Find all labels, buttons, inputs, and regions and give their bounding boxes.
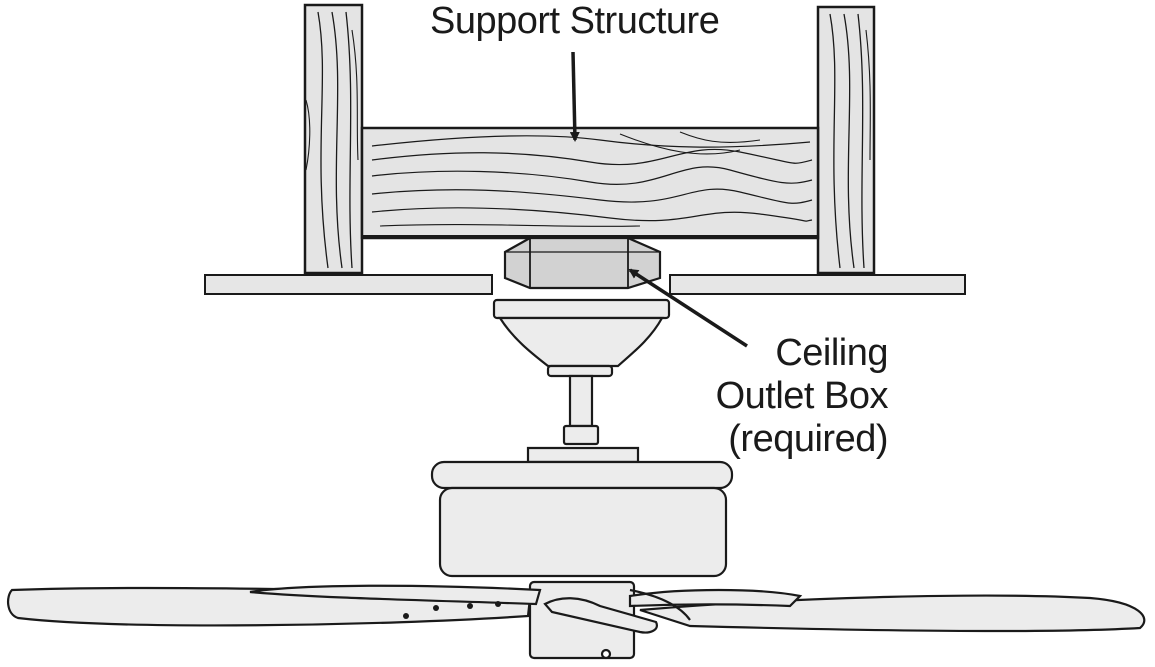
fan-motor-rim: [430, 460, 734, 490]
support-structure-arrow: [569, 51, 580, 142]
fan-blade-iron-edge: [629, 588, 691, 621]
fan-blade-back-left: [249, 584, 542, 606]
fan-motor-cap: [526, 446, 640, 464]
fan-canopy: [497, 316, 664, 368]
fan-blade-screws: [403, 601, 501, 619]
support-joist-right: [816, 5, 876, 275]
fan-downrod-coupler: [546, 364, 614, 378]
outlet-box-label-line-3: (required): [728, 418, 888, 460]
support-structure-label: Support Structure: [430, 0, 720, 42]
fan-canopy-rim: [492, 298, 671, 320]
ceiling-fan: [6, 298, 1146, 660]
outlet-box-label: Ceiling Outlet Box (required): [715, 332, 889, 461]
outlet-box-label-line-2: Outlet Box: [715, 375, 889, 417]
support-beam: [360, 126, 820, 240]
fan-downrod: [568, 374, 594, 428]
ceiling-drywall: [204, 274, 966, 295]
support-joist-left: [303, 3, 364, 275]
fan-downrod-collar: [562, 424, 600, 446]
fan-pull-chain-eye: [600, 648, 612, 660]
fan-motor-housing: [438, 486, 728, 578]
outlet-box-arrow: [628, 268, 748, 348]
fan-blade-iron: [543, 597, 658, 634]
outlet-box-label-line-1: Ceiling: [775, 332, 888, 374]
ceiling-outlet-box: [503, 236, 662, 290]
